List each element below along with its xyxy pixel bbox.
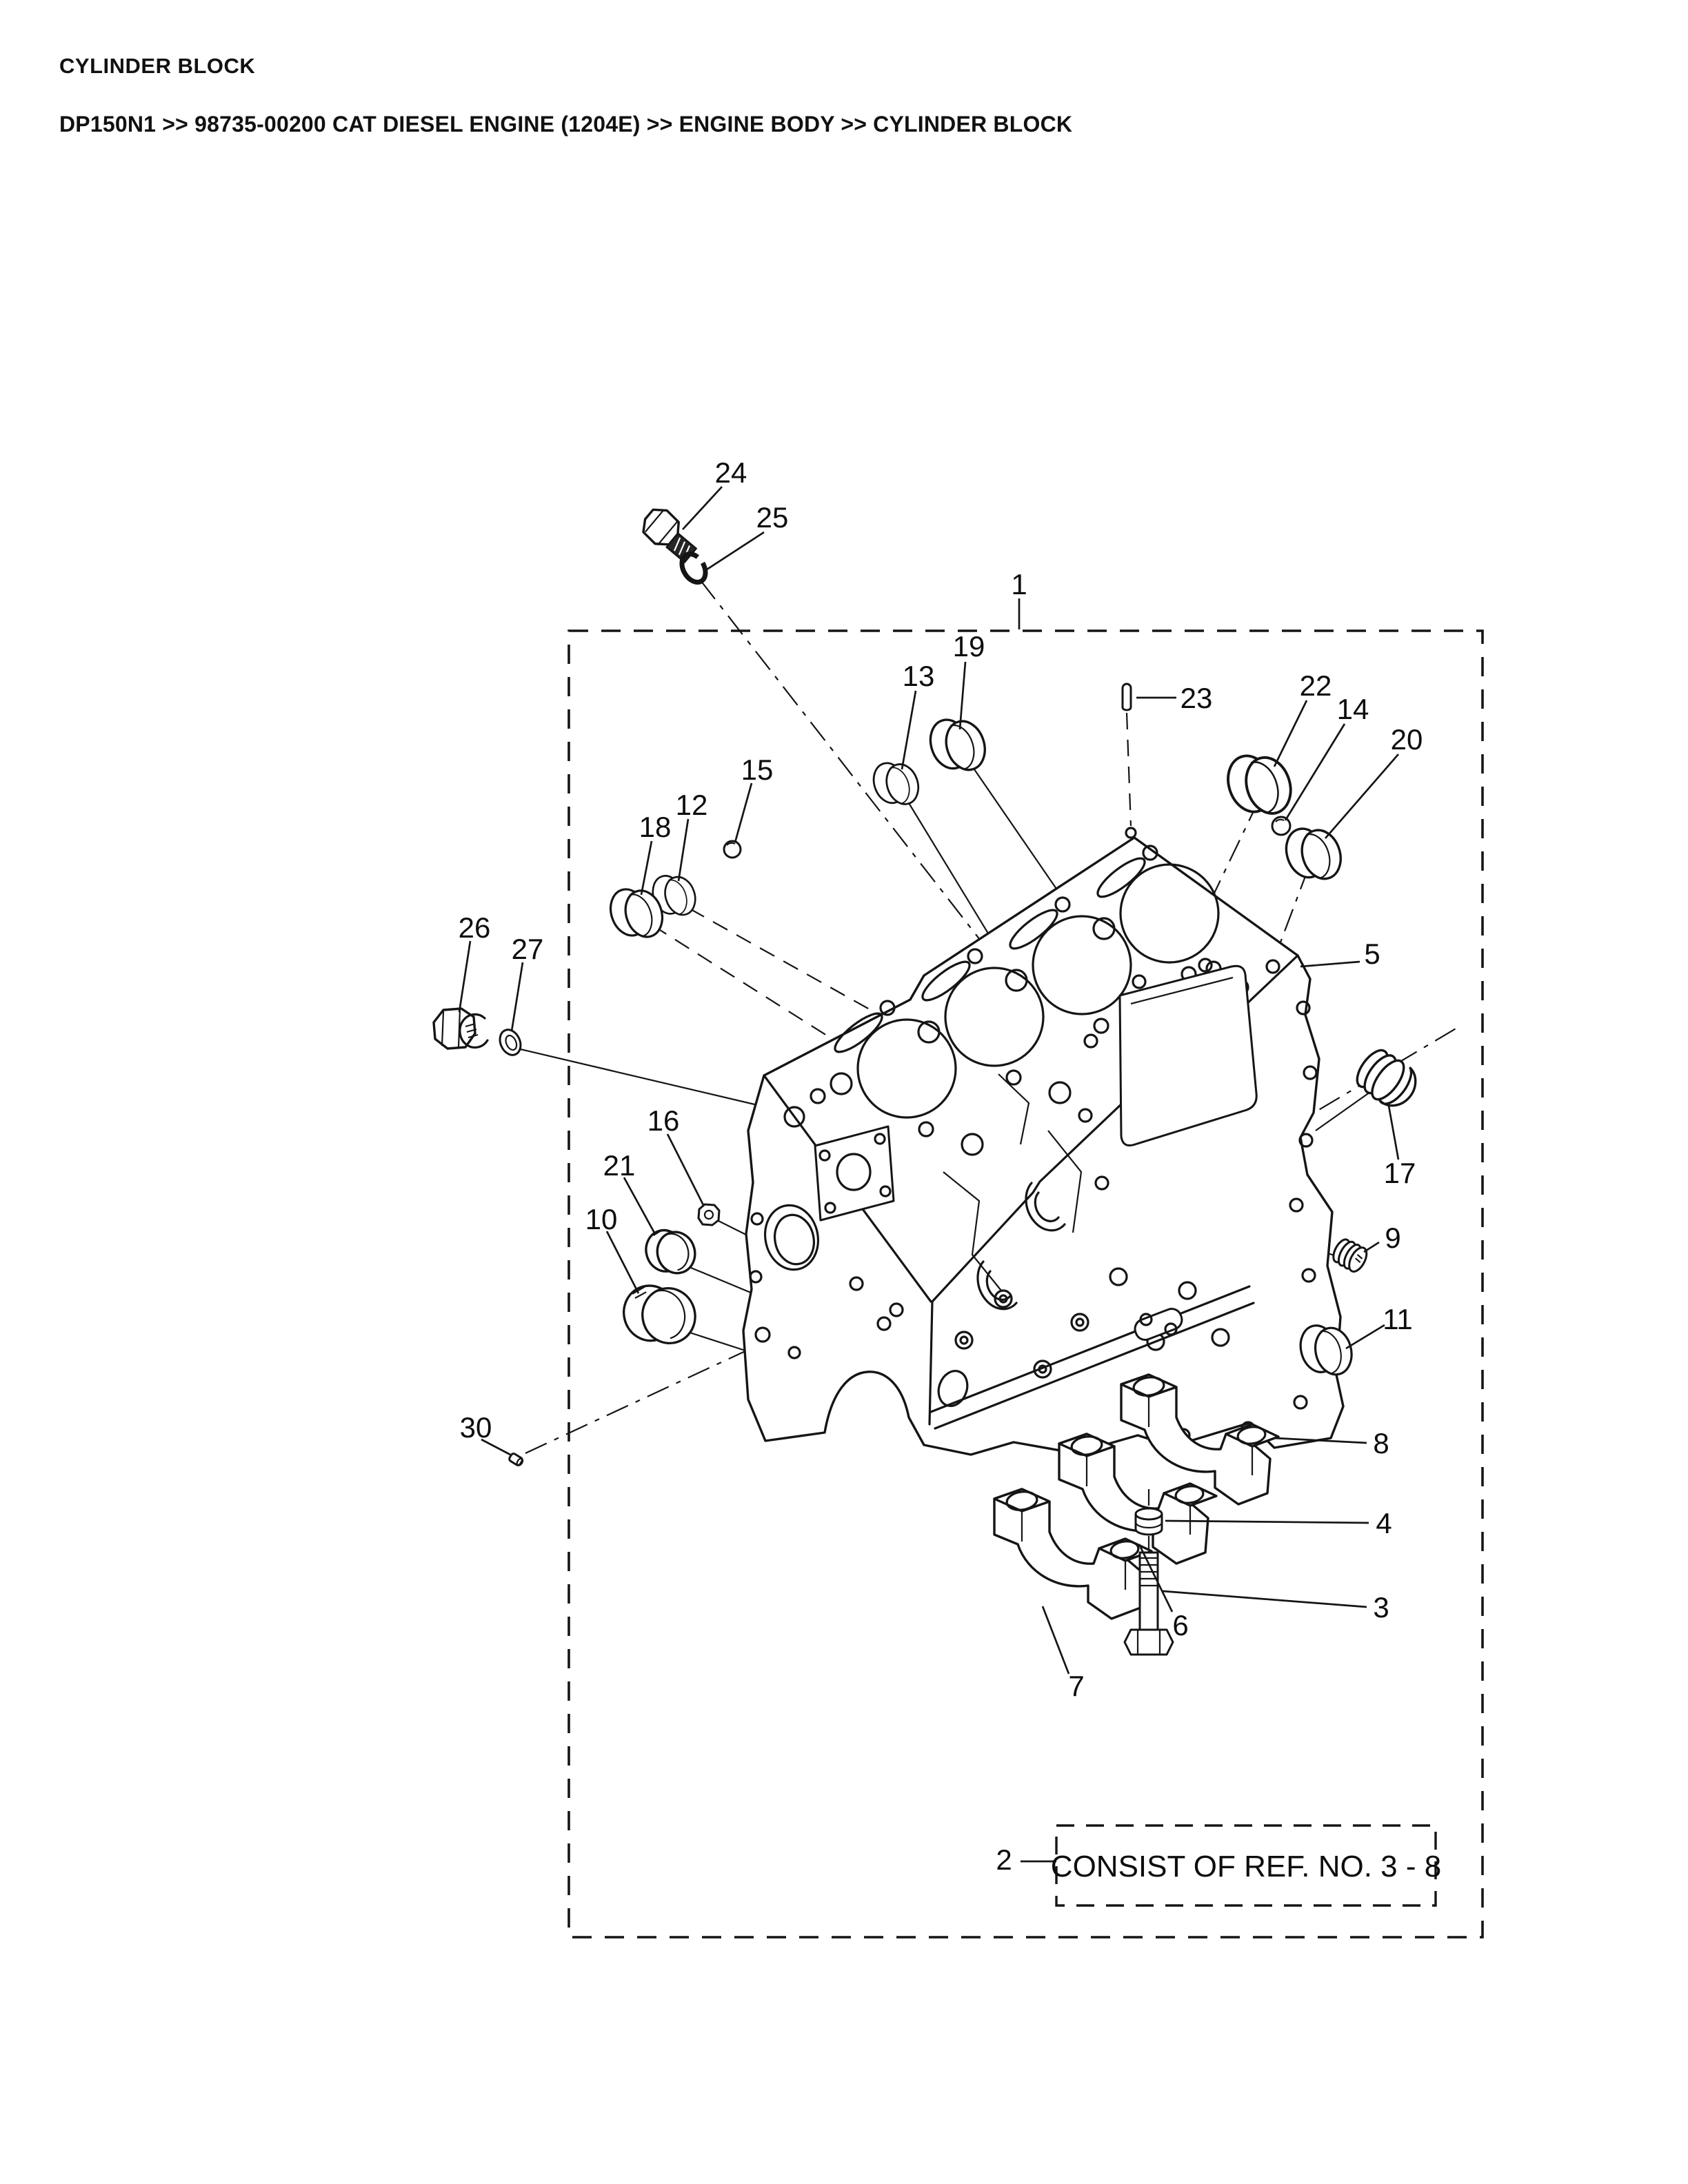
callout-26: 26 — [459, 911, 491, 944]
part-cup-plug-20 — [1285, 827, 1342, 880]
part-plug-17 — [1356, 1049, 1417, 1107]
callout-16: 16 — [647, 1104, 680, 1137]
page-title: CYLINDER BLOCK — [59, 54, 256, 78]
callout-12: 12 — [676, 789, 708, 821]
part-bearing-cap-6 — [1058, 1433, 1218, 1565]
part-bushing-21 — [645, 1228, 696, 1275]
part-cup-plug-19 — [929, 718, 986, 771]
callout-leaders — [458, 486, 1400, 1863]
part-washer-27 — [499, 1029, 522, 1056]
callout-11: 11 — [1383, 1303, 1413, 1335]
part-cup-plug-22 — [1227, 754, 1292, 815]
assembly-boundary-box — [567, 629, 1484, 1939]
part-plug-24 — [642, 508, 698, 564]
part-nut-16 — [697, 1203, 721, 1226]
callout-23: 23 — [1180, 682, 1213, 714]
cylinder-block-drawing — [742, 827, 1345, 1456]
consist-note-text: CONSIST OF REF. NO. 3 - 8 — [1051, 1850, 1441, 1883]
part-cup-plug-11 — [1299, 1324, 1353, 1376]
callout-30: 30 — [460, 1411, 492, 1444]
rear-face — [1078, 958, 1323, 1443]
part-ball-15 — [723, 840, 742, 859]
part-bushing-10 — [622, 1284, 696, 1345]
callout-numbers: 24 25 1 19 13 23 22 14 20 15 12 18 26 27… — [459, 456, 1423, 1876]
parts — [432, 508, 1417, 1656]
callout-27: 27 — [512, 933, 544, 965]
part-cup-plug-13 — [872, 762, 920, 805]
deck-slots — [834, 857, 1146, 1053]
part-bearing-cap-8 — [1120, 1373, 1280, 1506]
part-cup-plug-18 — [609, 888, 664, 938]
callout-20: 20 — [1391, 723, 1423, 756]
breadcrumb[interactable]: DP150N1 >> 98735-00200 CAT DIESEL ENGINE… — [59, 112, 1073, 136]
callout-4: 4 — [1376, 1507, 1391, 1539]
callout-15: 15 — [741, 754, 774, 786]
callout-14: 14 — [1337, 693, 1369, 725]
part-hex-plug-26 — [432, 1007, 489, 1050]
callout-21: 21 — [603, 1149, 636, 1182]
callout-7: 7 — [1068, 1670, 1084, 1702]
part-cup-plug-12 — [652, 875, 696, 916]
part-plug-9 — [1332, 1238, 1368, 1273]
part-ball-14 — [1271, 816, 1292, 836]
callout-13: 13 — [903, 660, 935, 692]
consist-note: CONSIST OF REF. NO. 3 - 8 — [1051, 1824, 1441, 1907]
callout-24: 24 — [715, 456, 747, 489]
crankcase-side-face — [889, 1073, 1255, 1430]
front-face — [749, 1125, 895, 1359]
callout-22: 22 — [1300, 669, 1332, 702]
callout-9: 9 — [1385, 1222, 1400, 1254]
part-dowel-4 — [1134, 1507, 1163, 1536]
callout-2: 2 — [996, 1843, 1012, 1876]
callout-10: 10 — [585, 1203, 618, 1235]
callout-17: 17 — [1384, 1157, 1416, 1189]
cylinder-bores — [856, 863, 1220, 1119]
part-washer-25 — [679, 552, 708, 585]
callout-25: 25 — [756, 501, 789, 534]
callout-8: 8 — [1373, 1427, 1389, 1459]
callout-3: 3 — [1373, 1591, 1389, 1624]
callout-5: 5 — [1364, 938, 1380, 970]
callout-6: 6 — [1172, 1609, 1188, 1641]
callout-18: 18 — [639, 811, 672, 843]
part-pin-23 — [1121, 682, 1132, 711]
callout-19: 19 — [953, 630, 985, 663]
part-pin-30 — [508, 1453, 524, 1466]
callout-1: 1 — [1011, 568, 1027, 600]
